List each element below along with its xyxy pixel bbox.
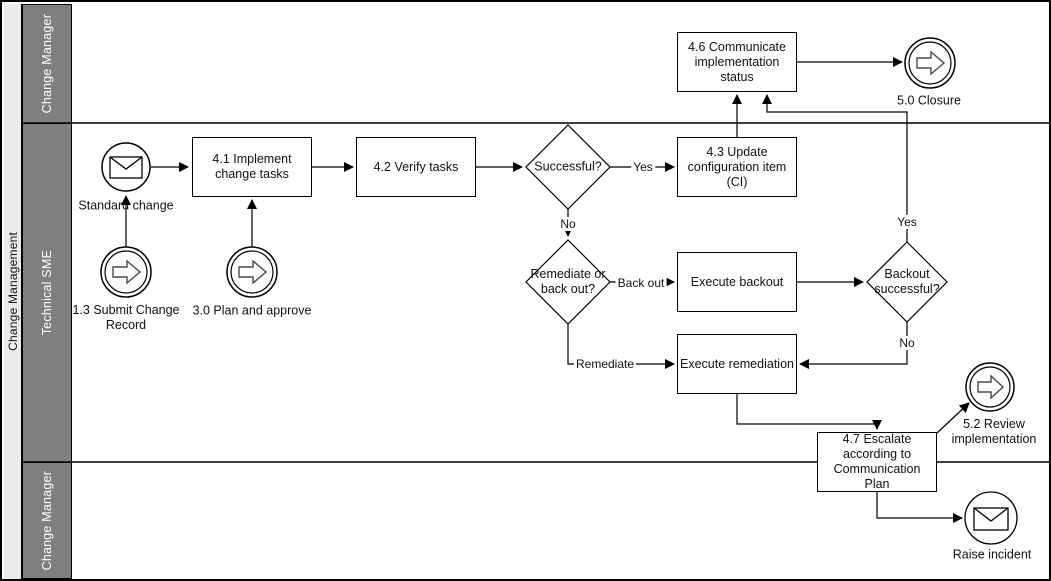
flow-backout-no-to-execute-remediation [798, 322, 908, 370]
event-label-submit-change-record: 1.3 Submit Change Record [72, 303, 180, 332]
flow-escalate-to-raise-incident [876, 492, 964, 524]
task-execute-backout: Execute backout [677, 252, 797, 312]
edge-label-back-out: Back out [615, 276, 667, 290]
event-label-plan-and-approve: 3.0 Plan and approve [192, 303, 312, 318]
flow-backout-yes-to-communicate [761, 93, 908, 242]
gateway-label-successful: Successful? [534, 159, 602, 174]
arrow-icon [112, 259, 142, 285]
lane-header-change-manager-top: Change Manager [22, 4, 72, 124]
task-update-configuration-item: 4.3 Update configuration item (CI) [677, 137, 797, 197]
envelope-icon [973, 507, 1009, 531]
event-label-standard-change: Standard change [78, 198, 174, 213]
gateway-remediate-or-backout [525, 239, 611, 325]
task-escalate-communication-plan: 4.7 Escalate according to Communication … [817, 432, 937, 492]
edge-label-yes-successful: Yes [631, 160, 655, 174]
pool-title-band: Change Management [4, 4, 22, 579]
event-raise-incident [964, 491, 1018, 545]
task-execute-remediation: Execute remediation [677, 334, 797, 394]
event-label-raise-incident: Raise incident [952, 547, 1032, 562]
edge-label-remediate: Remediate [573, 357, 637, 371]
event-closure [904, 37, 956, 89]
edge-label-yes-backout: Yes [895, 215, 919, 229]
arrow-icon [916, 50, 946, 76]
arrow-icon [977, 374, 1005, 400]
event-review-implementation [965, 362, 1015, 412]
task-verify-tasks: 4.2 Verify tasks [356, 137, 476, 197]
gateway-label-backout-successful: Backout successful? [874, 267, 940, 296]
event-label-closure: 5.0 Closure [897, 93, 961, 108]
gateway-successful [525, 124, 611, 210]
event-standard-change [101, 142, 151, 192]
flow-escalate-to-review [936, 402, 970, 434]
task-implement-change-tasks: 4.1 Implement change tasks [192, 137, 312, 197]
event-label-review-implementation: 5.2 Review implementation [951, 417, 1037, 446]
flow-remediation-to-escalate [736, 394, 883, 431]
edge-label-no-backout: No [897, 336, 917, 350]
arrow-icon [238, 259, 268, 285]
event-submit-change-record [100, 246, 152, 298]
gateway-label-remediate-or-backout: Remediate or back out? [530, 267, 606, 296]
event-plan-and-approve [226, 246, 278, 298]
flow-remediate-gw-to-execute-remediation [567, 324, 676, 370]
envelope-icon [109, 156, 143, 179]
gateway-backout-successful [866, 241, 948, 323]
lane-header-technical-sme: Technical SME [22, 123, 72, 463]
edge-label-no-successful: No [558, 217, 578, 231]
task-communicate-implementation-status: 4.6 Communicate implementation status [677, 32, 797, 92]
